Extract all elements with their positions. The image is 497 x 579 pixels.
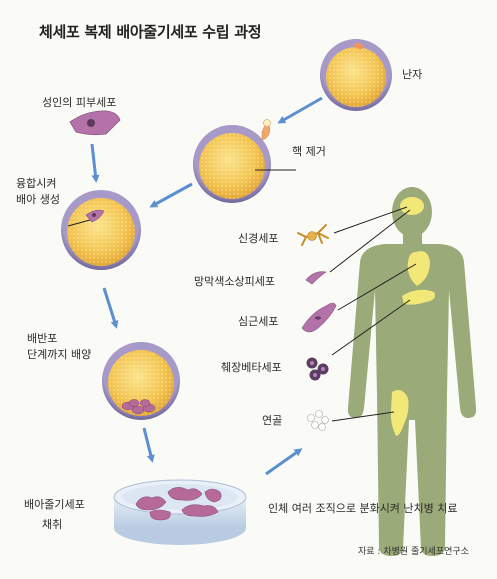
- blastocyst: [102, 342, 180, 420]
- pancreas-organ: [402, 289, 435, 305]
- fusion-label-line2: 배아 생성: [16, 193, 60, 206]
- beta-cell-icon: [306, 357, 329, 381]
- beta-cell-label: 췌장베타세포: [221, 361, 282, 374]
- petri-dish: [113, 479, 247, 545]
- cardiomyocyte-icon: [301, 302, 337, 333]
- leader-lines: [329, 206, 417, 422]
- process-arrows: [90, 96, 323, 476]
- nerve-cell-label: 신경세포: [238, 232, 279, 245]
- harvest-label-line1: 배아줄기세포: [24, 498, 85, 511]
- fused-embryo: [61, 190, 141, 270]
- egg-label: 난자: [402, 68, 423, 81]
- enucleated-egg: [193, 119, 296, 203]
- outcome-label: 인체 여러 조직으로 분화시켜 난치병 치료: [268, 502, 458, 515]
- heart-organ: [407, 251, 430, 286]
- egg-cell: [320, 39, 392, 111]
- skin-cell-label: 성인의 피부세포: [42, 96, 117, 109]
- harvest-label-line2: 채취: [42, 518, 63, 531]
- skin-cell: [69, 110, 121, 136]
- blastocyst-label-line2: 단계까지 배양: [27, 348, 92, 361]
- cartilage-icon: [307, 410, 329, 431]
- retinal-cell-icon: [305, 271, 327, 285]
- cartilage-label: 연골: [262, 414, 283, 427]
- blastocyst-label-line1: 배반포: [27, 332, 58, 345]
- brain-organ: [400, 197, 424, 215]
- source-credit: 자료 : 차병원 줄기세포연구소: [358, 547, 469, 557]
- enucleation-label: 핵 제거: [292, 145, 326, 158]
- knee-organ: [390, 390, 409, 436]
- diagram-title: 체세포 복제 배아줄기세포 수립 과정: [39, 23, 262, 41]
- human-body: [347, 187, 477, 556]
- retinal-cell-label: 망막색소상피세포: [194, 275, 275, 288]
- fusion-label-line1: 융합시켜: [16, 177, 57, 190]
- cardiomyocyte-label: 심근세포: [238, 315, 279, 328]
- nerve-cell-icon: [297, 224, 329, 246]
